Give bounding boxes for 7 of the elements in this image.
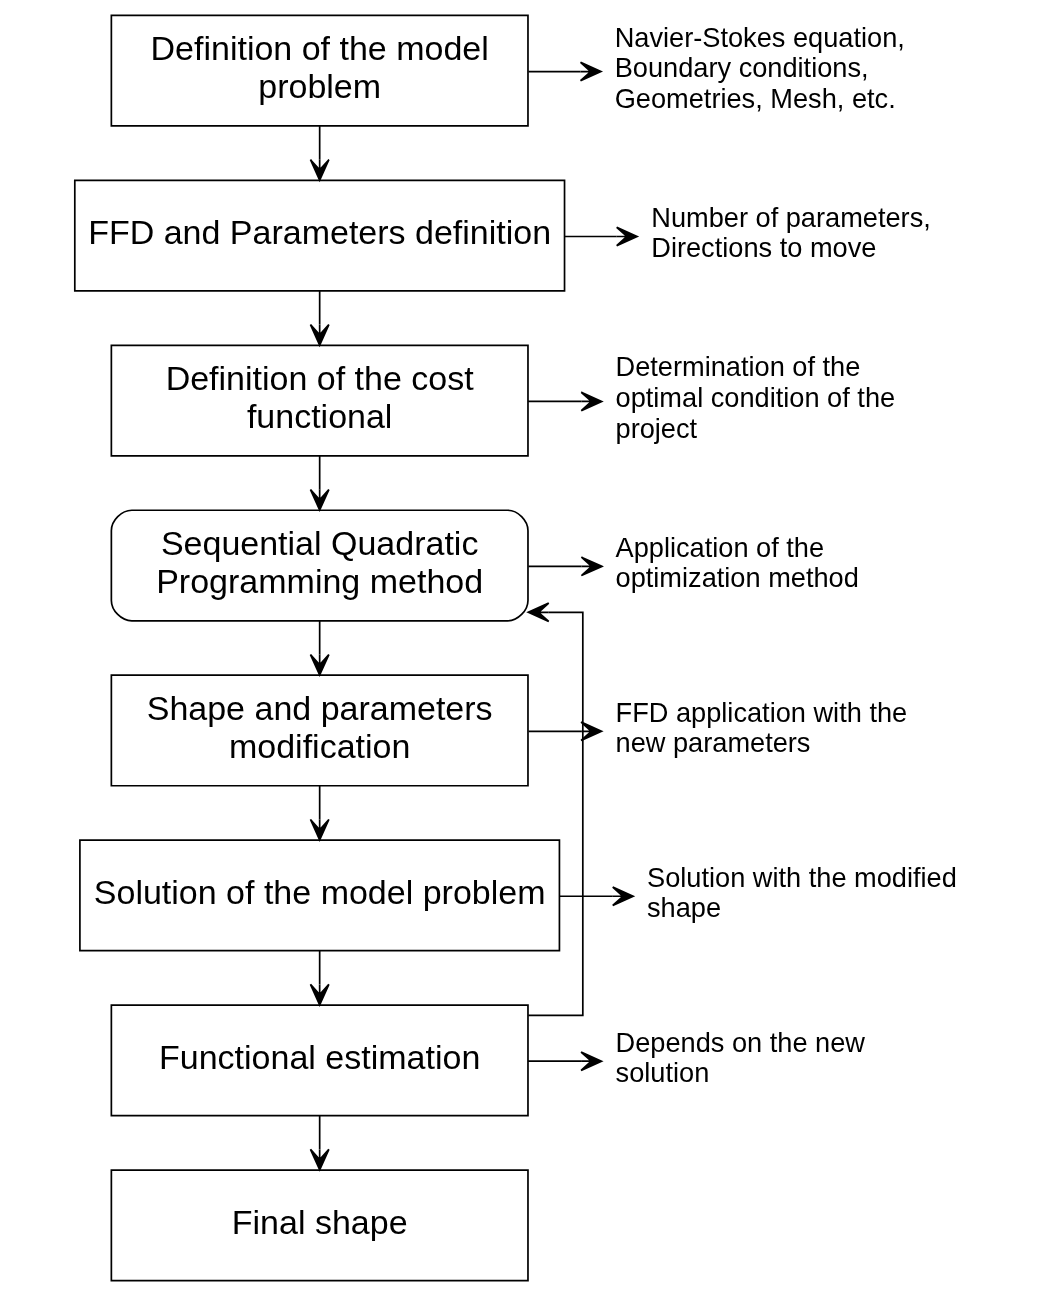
node-text: Solution with the modified shape [646,861,957,924]
node-text: Application of the optimization method [615,531,859,594]
node-text: Number of parameters, Directions to move [650,201,931,264]
node-text: Determination of the optimal condition of the project [615,351,895,444]
node-text: FFD application with the new parameters [615,696,907,759]
node-text: Depends on the new solution [615,1026,865,1089]
node-text: Navier-Stokes equation, Boundary conditions, Geometries, Mesh, etc. [614,21,905,114]
